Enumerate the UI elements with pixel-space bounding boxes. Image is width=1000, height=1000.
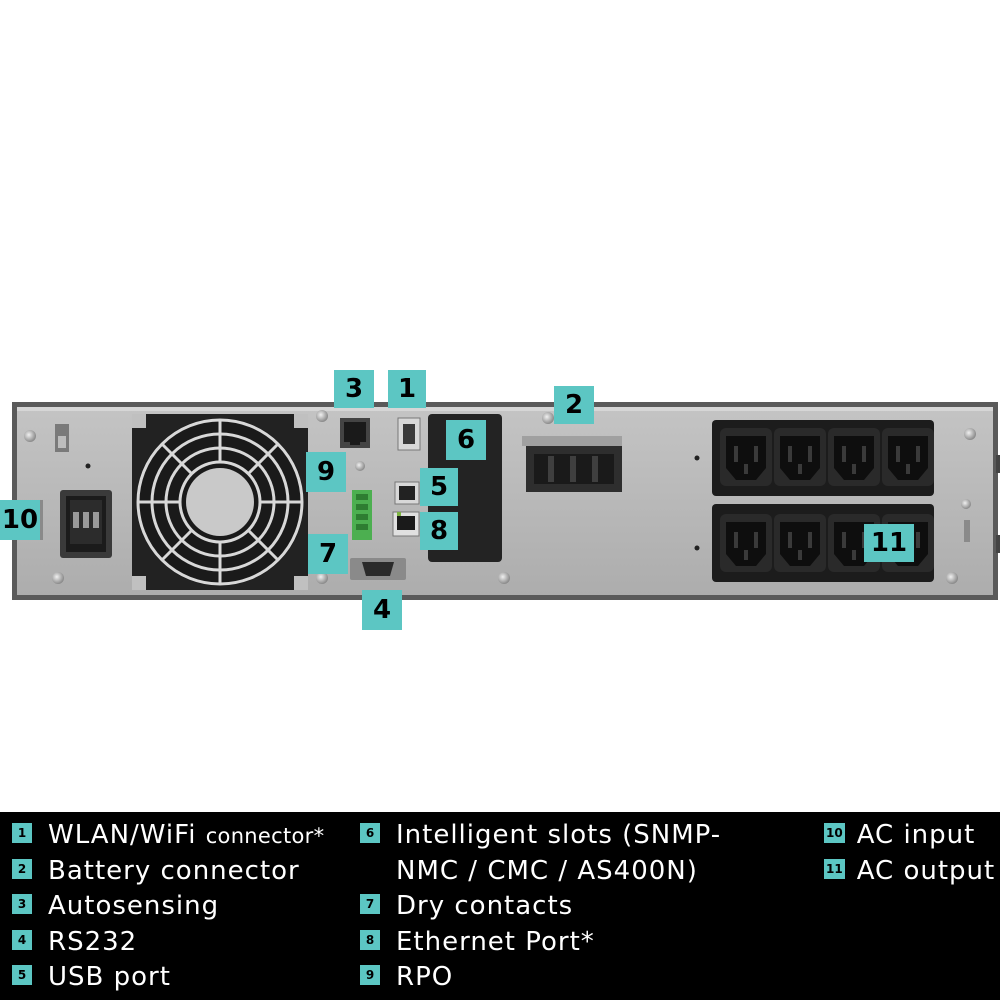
legend-label: AC output (856, 855, 996, 886)
callout-ac-output: 11 (864, 524, 914, 562)
rj45-port-icon (392, 511, 420, 537)
legend-column-2: 6 Intelligent slots (SNMP- NMC / CMC / A… (360, 818, 721, 996)
callout-ethernet: 8 (420, 512, 458, 550)
callout-dry-contacts: 7 (308, 534, 348, 574)
legend-item: 11 AC output (824, 854, 995, 890)
screw-icon (316, 572, 328, 584)
iec-outlet-icon (720, 428, 772, 486)
legend-label: Dry contacts (396, 891, 574, 921)
legend-panel: 1 WLAN/WiFi connector* 2 Battery connect… (0, 812, 1000, 1000)
legend-number-badge: 8 (360, 929, 380, 950)
callout-autosensing: 3 (334, 370, 374, 408)
legend-label: Battery connector (48, 855, 300, 886)
legend-item: 7 Dry contacts (360, 889, 721, 925)
screw-icon (355, 461, 365, 471)
callout-rpo: 9 (306, 452, 346, 492)
legend-column-1: 1 WLAN/WiFi connector* 2 Battery connect… (12, 818, 324, 996)
legend-label: RS232 (48, 926, 138, 957)
screw-icon (542, 412, 554, 424)
legend-label: AC input (856, 820, 976, 850)
callout-ac-input: 10 (0, 500, 40, 540)
legend-item: 9 RPO (360, 960, 721, 996)
legend-label: Autosensing (48, 891, 220, 921)
callout-battery-connector: 2 (554, 386, 594, 424)
panel-screws (24, 410, 976, 584)
legend-number-badge: 9 (360, 965, 380, 985)
legend-item-continuation: NMC / CMC / AS400N) (360, 854, 721, 890)
legend-item: 1 WLAN/WiFi connector* (12, 818, 324, 854)
legend-item: 10 AC input (824, 818, 995, 854)
legend-label: USB port (48, 962, 171, 992)
terminal-block-icon (352, 490, 372, 540)
screw-icon (498, 572, 510, 584)
iec-outlet-icon (828, 428, 880, 486)
legend-label: NMC / CMC / AS400N) (396, 855, 698, 886)
callout-intelligent-slot: 6 (446, 420, 486, 460)
legend-number-badge: 3 (12, 894, 32, 914)
panel-markings (38, 424, 1000, 553)
legend-column-3: 10 AC input 11 AC output (824, 818, 995, 889)
legend-number-badge: 4 (12, 929, 32, 950)
screw-icon (52, 572, 64, 584)
legend-label: RPO (396, 962, 454, 992)
legend-number-badge: 10 (824, 823, 845, 843)
legend-number-badge: 11 (824, 858, 845, 879)
legend-item: 2 Battery connector (12, 854, 324, 890)
screw-icon (24, 430, 36, 442)
legend-item: 6 Intelligent slots (SNMP- (360, 818, 721, 854)
legend-label: Intelligent slots (SNMP- (396, 820, 722, 850)
legend-label: WLAN/WiFi connector* (48, 820, 325, 850)
screw-icon (961, 499, 971, 509)
legend-item: 8 Ethernet Port* (360, 925, 721, 961)
legend-label: Ethernet Port* (396, 926, 595, 957)
iec-inlet-icon (60, 490, 112, 558)
callout-rs232: 4 (362, 590, 402, 630)
legend-number-badge: 1 (12, 823, 32, 843)
db9-port-icon (350, 558, 406, 580)
callout-wifi: 1 (388, 370, 426, 408)
callout-usb: 5 (420, 468, 458, 506)
screw-icon (316, 410, 328, 422)
legend-number-badge: 7 (360, 894, 380, 914)
iec-outlet-icon (774, 514, 826, 572)
legend-item: 5 USB port (12, 960, 324, 996)
legend-number-spacer (360, 859, 380, 879)
legend-number-badge: 2 (12, 858, 32, 879)
iec-outlet-icon (882, 428, 934, 486)
comm-ports (340, 417, 421, 580)
fan-icon (132, 414, 308, 590)
screw-icon (946, 572, 958, 584)
legend-label-small: connector* (205, 824, 325, 848)
screw-icon (964, 428, 976, 440)
battery-connector (522, 436, 622, 492)
legend-number-badge: 6 (360, 823, 380, 843)
legend-item: 3 Autosensing (12, 889, 324, 925)
iec-outlet-icon (720, 514, 772, 572)
ac-output-bank (712, 420, 934, 582)
ups-rear-panel-diagram (12, 402, 1000, 600)
usb-port-icon (394, 481, 420, 505)
legend-number-badge: 5 (12, 965, 32, 985)
rj45-port-icon (340, 418, 370, 448)
legend-item: 4 RS232 (12, 925, 324, 961)
iec-outlet-icon (774, 428, 826, 486)
